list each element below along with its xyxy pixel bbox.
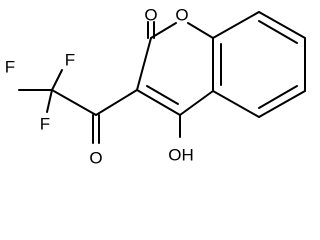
- bond-c5-c4a: [212, 90, 260, 118]
- bond-c3-c4: [136, 89, 181, 116]
- bond-cf3-f-top: [51, 69, 63, 91]
- ring-oxygen-label: O: [175, 6, 188, 25]
- fluorine-left-label: F: [5, 58, 15, 77]
- fluorine-top-label: F: [65, 51, 75, 70]
- hydroxyl-label: OH: [168, 146, 194, 165]
- bond-c8-c7-inner: [258, 20, 298, 44]
- ketone-oxygen-label: O: [89, 149, 102, 168]
- bond-c6-c5-inner: [258, 85, 298, 109]
- fluorine-bottom-label: F: [40, 115, 50, 134]
- bond-c2-o1: [150, 22, 177, 39]
- atom-labels: O O O OH F F F: [5, 6, 194, 168]
- bond-c2-c3: [136, 37, 152, 91]
- bond-acyl-cf3: [51, 89, 97, 116]
- bond-c6-c5: [258, 90, 306, 118]
- bond-o1-c8a: [187, 22, 214, 39]
- bond-c8-c7: [258, 11, 306, 39]
- bond-c3-acyl: [95, 89, 138, 116]
- bond-cf3-f-bottom: [46, 89, 53, 113]
- bond-c4-c4a: [179, 90, 214, 116]
- bond-c8a-c8: [212, 11, 260, 39]
- bond-lines: [18, 11, 306, 144]
- carbonyl-oxygen-label: O: [144, 6, 157, 25]
- molecule-structure: O O O OH F F F: [5, 6, 306, 168]
- bond-c3-c4-inner: [146, 85, 179, 105]
